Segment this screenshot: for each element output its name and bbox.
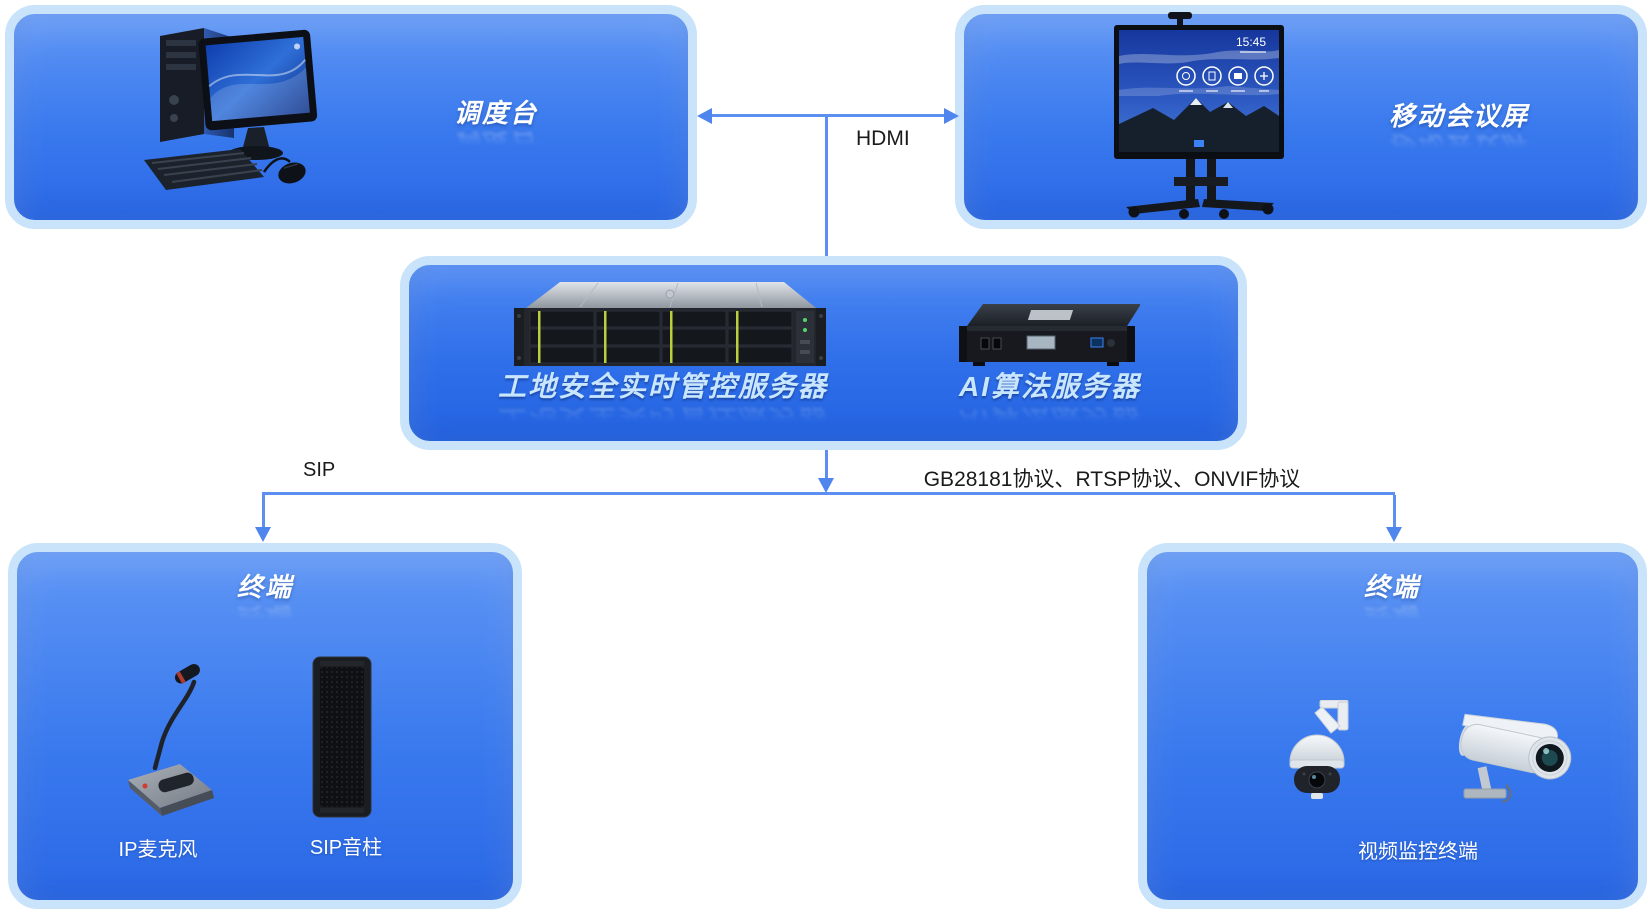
- bullet-camera-icon: [1458, 713, 1572, 803]
- audio-terminal-box: 终端 终端: [8, 543, 522, 909]
- conference-screen-box: 15:45 移动会议屏 移动会议屏: [955, 5, 1647, 229]
- distribution-line: [262, 492, 1395, 495]
- servers-box: 工地安全实时管控服务器 工地安全实时管控服务器 AI算法服务器 AI算法服务器: [400, 256, 1247, 450]
- arrowhead-down-right-icon: [1386, 527, 1402, 542]
- rack-server-icon: [514, 282, 826, 366]
- dispatch-console-title: 调度台: [453, 98, 539, 128]
- protocol-label: GB28181协议、RTSP协议、ONVIF协议: [923, 468, 1301, 491]
- arrowhead-down-center-icon: [818, 478, 834, 493]
- sip-speaker-label: SIP音柱: [309, 837, 383, 859]
- video-camera-label: 视频监控终端: [1358, 841, 1478, 863]
- audio-terminal-title-reflection: 终端: [236, 602, 294, 632]
- video-terminal-title: 终端: [1363, 572, 1421, 602]
- main-server-label: 工地安全实时管控服务器: [497, 371, 829, 402]
- conference-screen-title: 移动会议屏: [1388, 101, 1530, 131]
- audio-terminal-title: 终端: [236, 572, 294, 602]
- hdmi-connector-line: [712, 114, 944, 117]
- sip-label: SIP: [303, 459, 336, 481]
- dispatch-console-box: 调度台 调度台: [5, 5, 697, 229]
- conference-display-icon: 15:45: [1114, 12, 1284, 219]
- sip-drop-line: [262, 495, 265, 527]
- main-server-label-reflection: 工地安全实时管控服务器: [497, 404, 829, 435]
- screen-time: 15:45: [1236, 35, 1266, 49]
- ai-server-icon: [959, 304, 1140, 366]
- server-down-line: [825, 450, 828, 479]
- ip-microphone-icon: [128, 664, 214, 816]
- hdmi-drop-line: [825, 116, 828, 256]
- protocol-drop-line: [1393, 495, 1396, 527]
- conference-screen-title-reflection: 移动会议屏: [1388, 131, 1530, 161]
- video-terminal-title-reflection: 终端: [1363, 602, 1421, 632]
- dispatch-console-title-reflection: 调度台: [453, 128, 539, 158]
- arrowhead-right-icon: [944, 108, 959, 124]
- ai-server-label: AI算法服务器: [958, 371, 1142, 402]
- desktop-computer-icon: [144, 28, 318, 190]
- hdmi-label: HDMI: [856, 127, 910, 150]
- ip-microphone-label: IP麦克风: [118, 839, 198, 861]
- ai-server-label-reflection: AI算法服务器: [958, 404, 1142, 435]
- dome-camera-icon: [1289, 700, 1349, 799]
- arrowhead-down-left-icon: [255, 527, 271, 542]
- video-terminal-box: 终端 终端: [1138, 543, 1647, 909]
- sip-speaker-column-icon: [312, 656, 372, 818]
- arrowhead-left-icon: [697, 108, 712, 124]
